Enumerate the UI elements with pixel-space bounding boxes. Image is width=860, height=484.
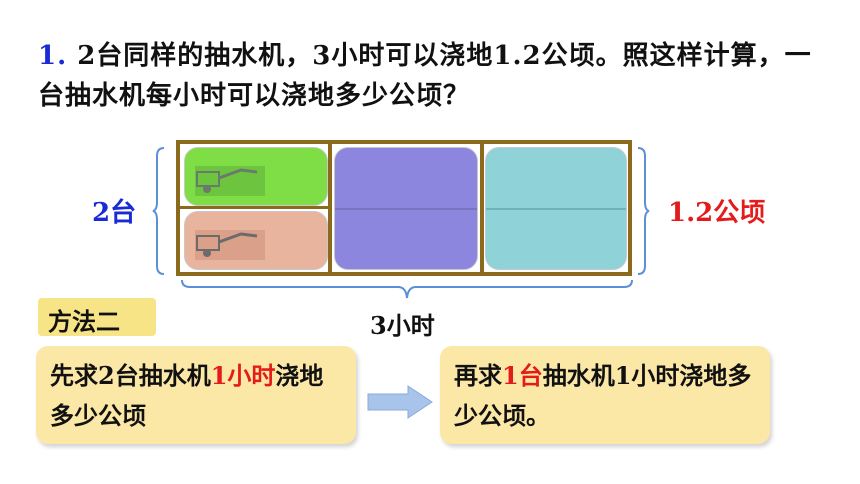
grid-cell-pump1-hour1 bbox=[184, 147, 328, 206]
pump-count-label: 2台 bbox=[92, 198, 137, 228]
water-pump-icon bbox=[195, 230, 265, 260]
step1-highlight: 1小时 bbox=[210, 361, 276, 390]
step2-text-end: 抽水机1小时浇地多少公顷。 bbox=[454, 361, 752, 430]
grid-cell-pump2-hour1 bbox=[184, 211, 328, 270]
bottom-brace-icon bbox=[181, 279, 633, 299]
grid-cell-hour2 bbox=[334, 147, 478, 270]
step1-text: 先求2台抽水机 bbox=[50, 361, 211, 390]
method-tag: 方法二 bbox=[38, 298, 156, 336]
area-grid-diagram bbox=[176, 140, 632, 276]
step2-box: 再求1台抽水机1小时浇地多少公顷。 bbox=[440, 346, 770, 444]
cell-divider bbox=[335, 208, 477, 210]
area-label: 1.2公顷 bbox=[668, 198, 766, 228]
time-label: 3小时 bbox=[370, 311, 435, 340]
question-number: 1. bbox=[38, 41, 68, 71]
step1-text-end: 浇地多少公顷 bbox=[50, 361, 324, 430]
grid-divider bbox=[328, 144, 332, 272]
water-pump-icon bbox=[195, 166, 265, 196]
step1-box: 先求2台抽水机1小时浇地多少公顷 bbox=[36, 346, 356, 444]
left-brace-icon bbox=[152, 147, 165, 275]
step2-highlight: 1台 bbox=[502, 361, 543, 390]
question-text: 1. 2台同样的抽水机，3小时可以浇地1.2公顷。照这样计算，一台抽水机每小时可… bbox=[38, 36, 838, 116]
grid-divider bbox=[480, 144, 484, 272]
cell-divider bbox=[486, 208, 626, 210]
step2-text: 再求 bbox=[454, 361, 502, 390]
right-arrow-icon bbox=[367, 385, 433, 419]
question-body: 2台同样的抽水机，3小时可以浇地1.2公顷。照这样计算，一台抽水机每小时可以浇地… bbox=[38, 41, 812, 111]
grid-divider bbox=[180, 206, 328, 209]
grid-cell-hour3 bbox=[485, 147, 627, 270]
right-brace-icon bbox=[637, 147, 650, 275]
